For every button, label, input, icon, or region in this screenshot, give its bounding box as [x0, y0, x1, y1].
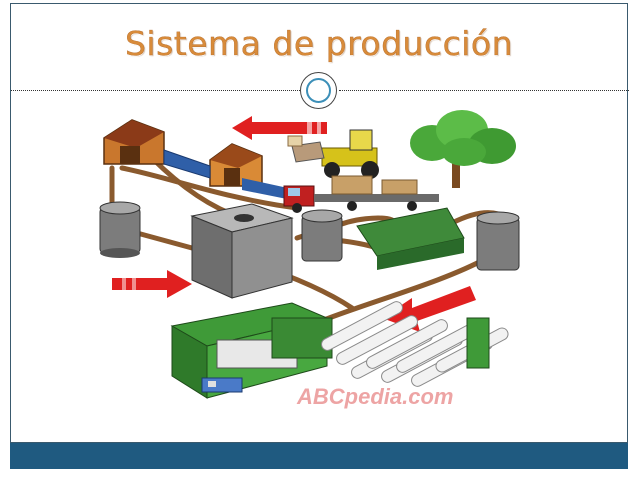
footer-bar — [10, 443, 628, 469]
arrow-right-icon — [112, 270, 192, 298]
tank-icon — [100, 202, 140, 258]
circle-ornament-icon — [300, 72, 337, 109]
roll-stand-icon — [467, 318, 489, 368]
tank-icon — [302, 210, 342, 261]
slide-title: Sistema de producción — [11, 24, 627, 63]
tank-icon — [477, 212, 519, 270]
watermark-text: ABCpedia.com — [296, 384, 453, 409]
tree-icon — [410, 110, 516, 188]
arrow-left-icon — [232, 116, 327, 140]
warehouse-icon — [210, 144, 262, 186]
production-system-illustration: ABCpedia.com — [92, 108, 532, 410]
truck-icon — [284, 176, 439, 213]
warehouse-icon — [104, 120, 164, 164]
pulper-icon — [192, 204, 292, 298]
divider-right — [339, 90, 629, 91]
bulldozer-icon — [288, 130, 379, 179]
divider-left — [11, 90, 300, 91]
